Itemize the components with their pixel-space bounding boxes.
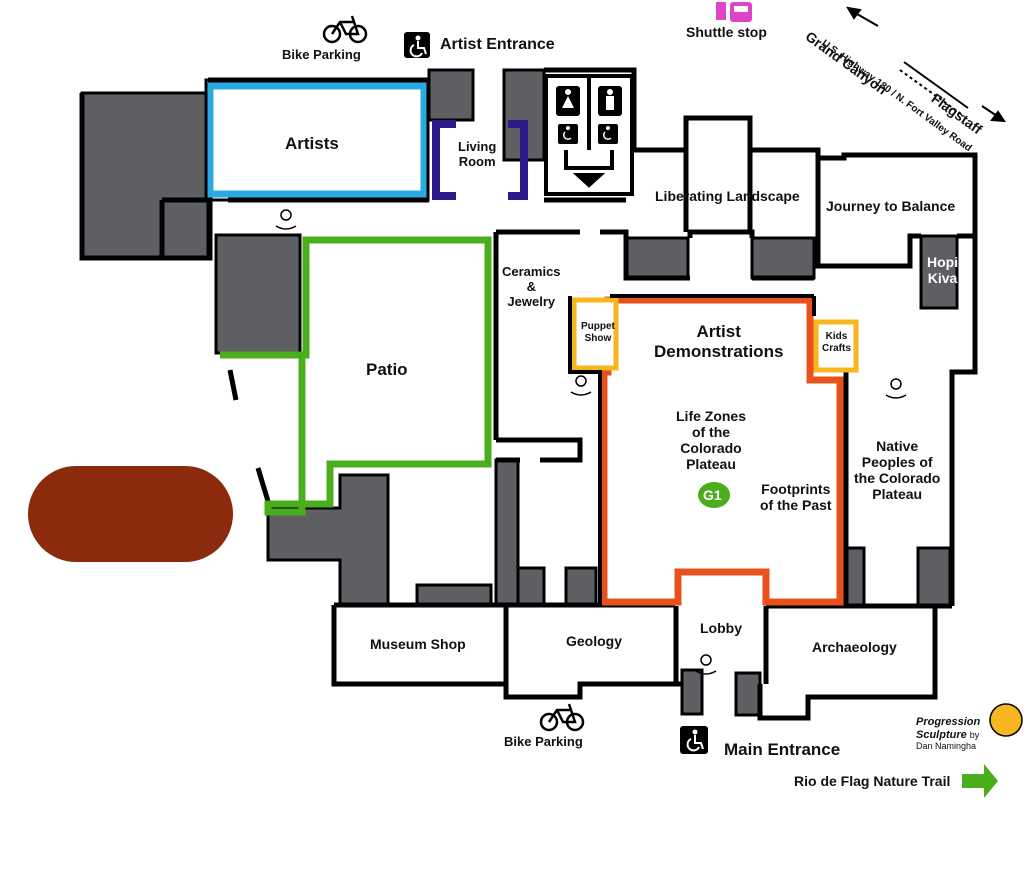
progression-by: by xyxy=(969,729,980,740)
living-room-line-2: Room xyxy=(458,153,496,169)
restroom-men-icon xyxy=(598,86,622,116)
bike-parking-top-label: Bike Parking xyxy=(282,47,361,62)
restroom-block xyxy=(544,74,634,196)
puppet-show-room xyxy=(571,297,619,371)
demonstrations-outline xyxy=(600,296,844,606)
arrow-icon xyxy=(962,764,998,798)
restroom-women-icon xyxy=(556,86,580,116)
progression-sculpture-marker xyxy=(989,703,1023,737)
life-zones-line-3: Colorado xyxy=(680,440,742,457)
progression-line-3: Dan Namingha xyxy=(916,741,977,752)
kids-crafts-room xyxy=(813,319,859,373)
life-zones-line-4: Plateau xyxy=(686,456,736,473)
kids-line-2: Crafts xyxy=(822,342,851,354)
artist-demos-line-1: Artist xyxy=(696,322,741,341)
journey-to-balance-label: Journey to Balance xyxy=(826,198,956,214)
puppet-show-label: Puppet Show xyxy=(581,321,615,344)
museum-shop-label: Museum Shop xyxy=(370,636,466,652)
native-line-4: Plateau xyxy=(872,486,923,503)
bike-parking-bottom-label: Bike Parking xyxy=(504,734,583,749)
wheelchair-icon xyxy=(598,124,618,144)
living-room-outline xyxy=(432,120,456,200)
hopi-kiva-label: Hopi Kiva xyxy=(927,254,958,286)
footprints-line-2: of the Past xyxy=(760,497,832,514)
native-line-1: Native xyxy=(876,438,919,454)
artists-label: Artists xyxy=(285,134,339,153)
life-zones-line-2: of the xyxy=(691,424,731,441)
archaeology-label: Archaeology xyxy=(812,639,897,655)
highway-lines xyxy=(846,6,1006,123)
ceramics-jewelry-label: Ceramics & Jewelry xyxy=(502,264,561,310)
water-fountain-icon xyxy=(275,209,907,675)
hopi-kiva-line-2: Kiva xyxy=(927,270,958,287)
artists-room xyxy=(206,82,428,198)
wheelchair-icon xyxy=(404,32,430,58)
native-peoples-label: Native Peoples of the Colorado Plateau xyxy=(854,438,940,502)
bike-icon xyxy=(322,15,368,44)
main-entrance-label: Main Entrance xyxy=(724,740,841,759)
progression-sculpture-label: Progression Sculpture by Dan Namingha xyxy=(916,716,980,752)
liberating-landscape-label: Liberating Landscape xyxy=(655,188,800,204)
kids-crafts-label: Kids Crafts xyxy=(822,331,851,354)
puppet-line-2: Show xyxy=(584,332,612,344)
wheelchair-icon xyxy=(680,726,708,754)
progression-line-2: Sculpture xyxy=(916,728,967,741)
living-room-line-1: Living xyxy=(458,139,497,154)
hopi-kiva-line-1: Hopi xyxy=(927,254,959,270)
ceramics-line-3: Jewelry xyxy=(507,293,556,309)
progression-line-1: Progression xyxy=(916,716,981,728)
ceramics-line-1: Ceramics xyxy=(502,264,561,279)
parking-lot xyxy=(28,466,233,562)
life-zones-line-1: Life Zones xyxy=(676,408,747,424)
artist-demonstrations-label: Artist Demonstrations xyxy=(654,322,783,361)
g1-badge xyxy=(698,482,730,508)
living-room-label: Living Room xyxy=(458,139,497,170)
shuttle-icon xyxy=(716,2,752,22)
geology-label: Geology xyxy=(566,633,623,649)
artist-entrance-label: Artist Entrance xyxy=(440,36,555,53)
life-zones-label: Life Zones of the Colorado Plateau xyxy=(676,408,746,472)
wheelchair-icon xyxy=(558,124,578,144)
footprints-label: Footprints of the Past xyxy=(760,481,832,513)
native-line-3: the Colorado xyxy=(854,470,941,487)
native-line-2: Peoples of xyxy=(861,454,933,471)
building-walls xyxy=(79,67,978,721)
nature-trail-label: Rio de Flag Nature Trail xyxy=(794,773,951,789)
patio-label: Patio xyxy=(366,360,408,379)
puppet-line-1: Puppet xyxy=(581,321,615,332)
g1-label: G1 xyxy=(703,487,722,503)
shuttle-stop-label: Shuttle stop xyxy=(686,24,767,40)
artist-demos-line-2: Demonstrations xyxy=(654,341,784,361)
kids-line-1: Kids xyxy=(825,331,848,342)
lobby-label: Lobby xyxy=(700,620,742,636)
ceramics-line-2: & xyxy=(526,278,536,294)
footprints-line-1: Footprints xyxy=(761,481,831,497)
bike-icon xyxy=(539,703,585,732)
